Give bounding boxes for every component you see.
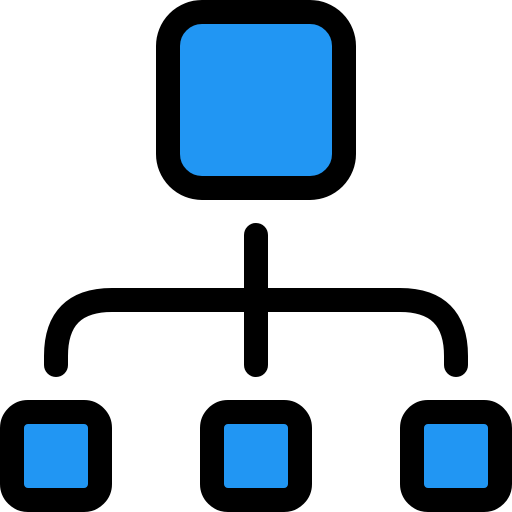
connector-lines (44, 223, 468, 377)
child-node-left (0, 400, 112, 512)
branch-line (44, 288, 468, 377)
child-node-right (400, 400, 512, 512)
child-node-center (200, 400, 312, 512)
parent-node (156, 0, 356, 200)
